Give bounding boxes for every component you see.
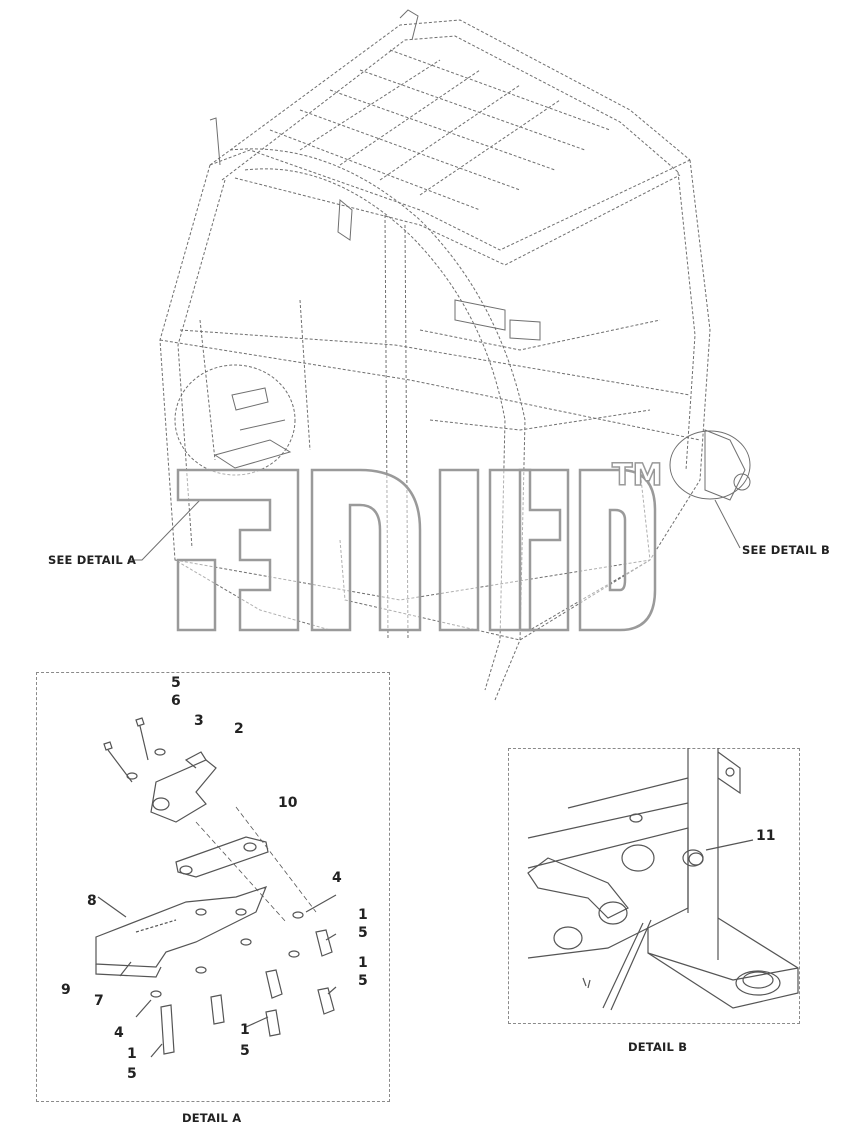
detail-a-frame <box>36 672 390 1102</box>
detail-a-callout-4-left: 4 <box>114 1025 124 1041</box>
detail-a-callout-2: 2 <box>234 721 244 737</box>
detail-a-callout-8: 8 <box>87 893 97 909</box>
detail-a-callout-1-c: 1 <box>240 1022 250 1038</box>
detail-a-callout-10: 10 <box>278 795 298 811</box>
detail-a-callout-1-b: 1 <box>358 955 368 971</box>
detail-a-callout-5-b: 5 <box>358 973 368 989</box>
detail-b-frame <box>508 748 800 1024</box>
watermark-trademark-symbol: TM <box>611 457 663 494</box>
center-pillar <box>384 214 409 641</box>
detail-a-callout-1-d: 1 <box>127 1046 137 1062</box>
detail-a-callout-5-d: 5 <box>127 1066 137 1082</box>
front-arch <box>229 148 526 701</box>
detail-a-callout-7: 7 <box>94 993 104 1009</box>
roof-front-rail <box>209 149 691 251</box>
see-detail-a-label: SEE DETAIL A <box>48 553 137 567</box>
watermark-logo <box>176 468 657 632</box>
roof-rail-left <box>209 19 691 166</box>
detail-a-callout-4-right: 4 <box>332 870 342 886</box>
detail-a-callout-1-a: 1 <box>358 907 368 923</box>
roof-rail-left-inner <box>221 35 679 181</box>
detail-b-callout-11: 11 <box>756 828 776 844</box>
detail-a-exploded-view <box>95 717 337 1058</box>
detail-a-callout-5-a: 5 <box>358 925 368 941</box>
detail-a-callout-3: 3 <box>194 713 204 729</box>
detail-a-callout-5-top: 5 <box>171 675 181 691</box>
detail-b-caption: DETAIL B <box>628 1040 688 1054</box>
see-detail-b-label: SEE DETAIL B <box>742 543 831 557</box>
detail-b-view <box>527 748 799 1011</box>
detail-a-callout-9: 9 <box>61 982 71 998</box>
cab-frame-drawing <box>128 9 751 701</box>
detail-a-callout-5-c: 5 <box>240 1043 250 1059</box>
detail-a-caption: DETAIL A <box>182 1111 242 1125</box>
detail-a-callout-6: 6 <box>171 693 181 709</box>
